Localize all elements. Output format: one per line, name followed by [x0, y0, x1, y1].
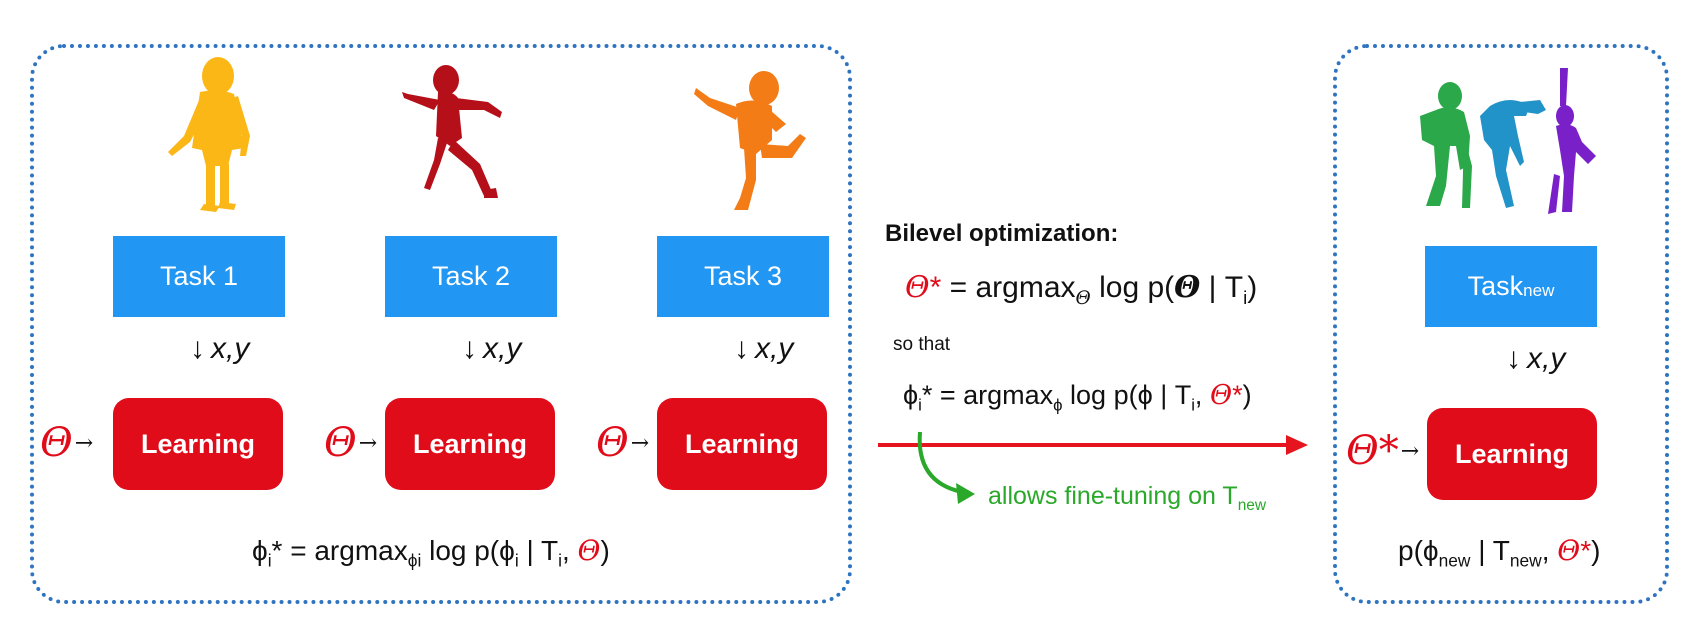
argmax-subscript: Θ: [1075, 288, 1091, 309]
theta-symbol: Θ: [40, 420, 73, 466]
finetune-subscript: new: [1237, 497, 1267, 514]
right-arrow-icon: →: [358, 430, 378, 456]
t-subscript: new: [1509, 550, 1542, 571]
right-arrow-icon: →: [1400, 438, 1420, 464]
phi-subscript: i: [267, 550, 272, 571]
learning-box-3: Learning: [657, 398, 827, 490]
cond-text: | T: [518, 535, 559, 566]
task-1-box: Task 1: [113, 236, 285, 317]
comma: ,: [1541, 535, 1558, 566]
meta-train-panel: [30, 44, 852, 604]
child-running-icon: [402, 65, 502, 198]
bilevel-title: Bilevel optimization:: [885, 220, 1119, 247]
theta-symbol: Θ: [1557, 534, 1581, 567]
argmax-subscript: ϕi: [407, 550, 422, 571]
finetune-text: allows fine-tuning on T: [988, 482, 1238, 510]
finetune-note: allows fine-tuning on Tnew: [988, 482, 1266, 515]
comma: ,: [561, 535, 578, 566]
close-paren: ): [1242, 380, 1252, 410]
transfer-arrow-icon: [878, 435, 1308, 455]
argmax-text: = argmax: [941, 271, 1076, 304]
down-arrow-icon: ↓: [190, 332, 205, 365]
phi-symbol: ϕ: [252, 535, 268, 566]
transfer-arrows: [878, 431, 1308, 504]
xy-label: x,y: [211, 332, 250, 365]
star: *: [1580, 535, 1592, 566]
theta-star-symbol: Θ*: [1346, 428, 1399, 474]
right-arrow-icon: →: [630, 430, 650, 456]
cond-text: | T: [1200, 271, 1244, 304]
close-paren: ): [1247, 271, 1258, 304]
theta-input-1: Θ→: [40, 420, 93, 466]
comma: ,: [1194, 380, 1210, 410]
learning-box-new: Learning: [1427, 408, 1597, 500]
child-standing-icon: [168, 57, 250, 212]
xy-label: x,y: [483, 332, 522, 365]
xy-arrow-1: ↓x,y: [190, 332, 249, 366]
argmax-text: * = argmax: [271, 535, 408, 566]
theta-symbol: Θ: [1174, 270, 1201, 305]
dancer-purple-icon: [1548, 68, 1596, 214]
learning-box-2: Learning: [385, 398, 555, 490]
xy-label: x,y: [755, 332, 794, 365]
new-task-figures-icon: [1420, 68, 1596, 214]
xy-arrow-3: ↓x,y: [734, 332, 793, 366]
outer-objective: Θ* = argmaxΘ log p(Θ | Ti): [905, 270, 1257, 309]
star: *: [1232, 380, 1243, 410]
finetune-arrow-icon: [917, 431, 975, 504]
t-subscript: i: [1191, 395, 1195, 415]
xy-arrow-new: ↓x,y: [1506, 342, 1565, 376]
child-kicking-icon: [694, 71, 806, 210]
t-subscript: i: [558, 550, 562, 571]
theta-star-input: Θ*→: [1346, 428, 1419, 474]
log-text: log p(: [1090, 271, 1175, 304]
theta-symbol: Θ: [324, 420, 357, 466]
phi-subscript: new: [1438, 550, 1471, 571]
theta-symbol: Θ: [1209, 380, 1233, 411]
xy-arrow-2: ↓x,y: [462, 332, 521, 366]
task-label: Task: [1467, 271, 1524, 301]
meta-test-panel: [1333, 44, 1669, 604]
down-arrow-icon: ↓: [734, 332, 749, 365]
xy-label: x,y: [1527, 342, 1566, 375]
so-that-text: so that: [893, 334, 951, 355]
new-task-formula: p(ϕnew | Tnew, Θ*): [1398, 534, 1601, 572]
dancer-green-icon: [1420, 82, 1472, 208]
theta-symbol: Θ: [596, 420, 629, 466]
cond-text: | T: [1470, 535, 1510, 566]
right-arrow-icon: →: [74, 430, 94, 456]
argmax-text: * = argmax: [921, 380, 1054, 410]
phi-subscript: i: [514, 550, 519, 571]
theta-input-3: Θ→: [596, 420, 649, 466]
open-text: p(ϕ: [1398, 535, 1439, 566]
close-paren: ): [600, 535, 610, 566]
log-text: log p(ϕ | T: [1062, 380, 1192, 410]
task-subscript: new: [1523, 280, 1555, 300]
dancer-blue-icon: [1480, 100, 1546, 208]
phi-subscript: i: [918, 395, 922, 415]
t-subscript: i: [1243, 287, 1248, 308]
task-3-box: Task 3: [657, 236, 829, 317]
down-arrow-icon: ↓: [462, 332, 477, 365]
theta-symbol: Θ: [577, 534, 601, 567]
task-2-box: Task 2: [385, 236, 557, 317]
task-specific-formula: ϕi* = argmaxϕi log p(ϕi | Ti, Θ): [252, 534, 610, 572]
learning-box-1: Learning: [113, 398, 283, 490]
log-text: log p(ϕ: [421, 535, 515, 566]
inner-objective: ϕi* = argmaxϕ log p(ϕ | Ti, Θ*): [903, 380, 1252, 415]
argmax-subscript: ϕ: [1053, 395, 1063, 415]
theta-input-2: Θ→: [324, 420, 377, 466]
close-paren: ): [1591, 535, 1601, 566]
down-arrow-icon: ↓: [1506, 342, 1521, 375]
theta-symbol: Θ: [905, 270, 930, 305]
phi-symbol: ϕ: [903, 380, 919, 410]
star: *: [929, 271, 942, 304]
